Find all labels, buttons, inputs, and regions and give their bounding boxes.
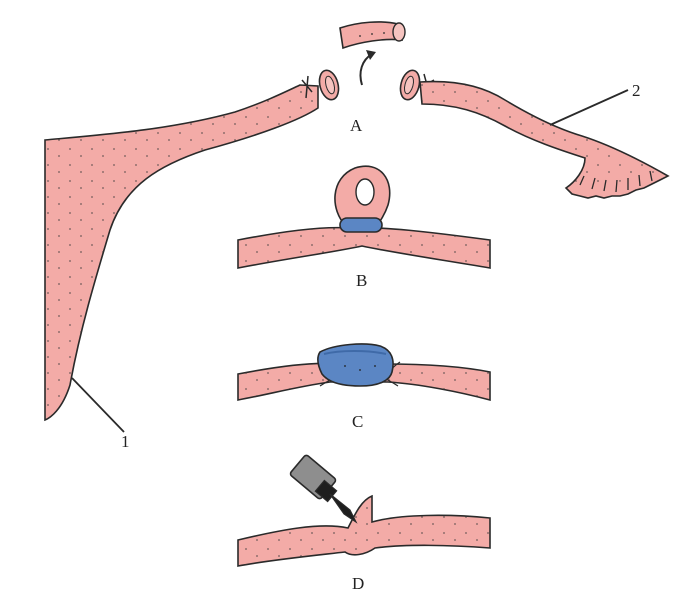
label-a: A <box>350 116 363 135</box>
label-c: C <box>352 412 364 431</box>
panel-a <box>44 21 670 433</box>
label-b: B <box>356 271 368 290</box>
label-2: 2 <box>632 81 641 100</box>
panel-d <box>237 454 491 567</box>
electrocautery-device <box>289 454 358 524</box>
leader-line-1 <box>71 377 125 433</box>
leader-line-2 <box>549 89 629 126</box>
panel-b <box>237 165 491 269</box>
panel-c <box>237 343 491 402</box>
silicone-band <box>339 217 383 233</box>
tubal-clip <box>317 343 394 387</box>
label-d: D <box>352 574 365 593</box>
label-1: 1 <box>121 432 130 451</box>
